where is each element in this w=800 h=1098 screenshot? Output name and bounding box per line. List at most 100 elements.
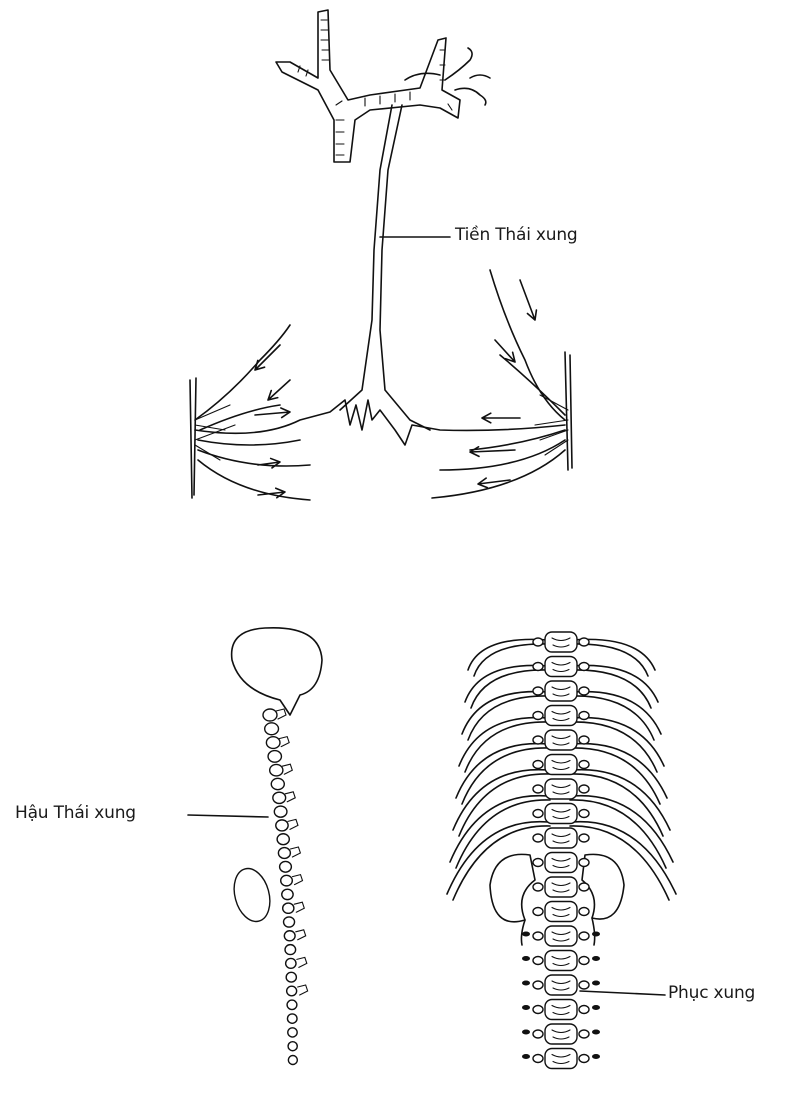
vertebra <box>544 949 578 972</box>
rib-left <box>464 721 551 773</box>
left-kidney <box>489 853 536 923</box>
rib-right <box>569 825 670 901</box>
nerve-point <box>592 1054 600 1059</box>
vertebra-transverse <box>532 955 544 966</box>
nerve-point <box>522 1029 530 1035</box>
arrow-icon <box>257 487 286 499</box>
vertebra-transverse <box>532 1029 544 1039</box>
vertebra-transverse <box>532 784 544 794</box>
nerve-point <box>522 1005 530 1010</box>
vertebra <box>278 860 293 873</box>
vertebra <box>273 805 288 818</box>
vertebra-transverse <box>532 637 544 647</box>
vertebra <box>544 631 578 653</box>
vertebra-transverse <box>578 833 590 843</box>
spinous-process <box>281 763 293 775</box>
vertebra <box>544 998 578 1021</box>
vertebra <box>284 943 297 956</box>
vertebra <box>544 925 578 947</box>
nerve-point <box>522 931 530 937</box>
vertebra-transverse <box>578 759 590 770</box>
vertebra-transverse <box>578 686 590 696</box>
rib-left <box>461 747 551 805</box>
vertebra-transverse <box>578 808 590 819</box>
vertebra <box>287 1040 298 1052</box>
vertebra <box>544 1023 578 1045</box>
vertebra <box>277 846 292 860</box>
spinous-process <box>297 984 309 996</box>
vertebra-detail <box>551 906 571 918</box>
vertebra <box>544 974 578 996</box>
arrow-icon <box>494 339 516 363</box>
vertebra-detail <box>551 710 571 722</box>
label-tien-thai-xung: Tiền Thái xung <box>455 225 578 245</box>
rib-right <box>571 794 674 863</box>
rib-left <box>455 742 549 799</box>
vertebra-detail <box>551 661 571 673</box>
nerve-point <box>522 980 530 986</box>
spinous-process <box>278 735 290 748</box>
nerve-point <box>592 980 600 986</box>
vertebra <box>281 888 294 901</box>
spinous-process <box>284 791 296 803</box>
vertebra <box>286 999 298 1011</box>
vertebra-transverse <box>532 931 544 941</box>
vertebra <box>544 753 578 776</box>
vertebra-detail <box>551 784 571 795</box>
vertebra-transverse <box>578 637 590 647</box>
nerve-point <box>592 1005 600 1010</box>
vertebra <box>287 1054 299 1066</box>
vertebra-transverse <box>578 857 590 868</box>
spinous-process <box>295 929 307 941</box>
rib-right <box>571 768 671 831</box>
vertebra-transverse <box>532 882 544 892</box>
arrow-icon <box>519 279 538 321</box>
vessel-tree <box>275 9 491 431</box>
vertebra-detail <box>551 808 571 820</box>
vertebra <box>544 729 578 751</box>
vertebra <box>544 802 578 825</box>
vertebra-transverse <box>578 980 590 990</box>
vertebra <box>276 833 291 846</box>
vertebra <box>281 902 295 915</box>
vertebra-transverse <box>578 735 590 745</box>
vertebra-transverse <box>532 710 544 721</box>
nerve-point <box>592 931 600 937</box>
vertebra <box>544 851 578 874</box>
vertebra-transverse <box>578 955 590 966</box>
vertebra-transverse <box>532 735 544 745</box>
vertebra <box>285 985 298 997</box>
arrow-icon <box>254 407 291 419</box>
rib-right <box>569 721 658 773</box>
vertebra <box>263 722 280 736</box>
arrow-icon <box>477 477 511 489</box>
vertebra-detail <box>551 759 571 771</box>
vertebra <box>544 900 578 923</box>
thoracic-branches <box>189 269 573 501</box>
vertebra <box>286 1013 298 1024</box>
nerve-point <box>592 1029 600 1035</box>
arrow-icon <box>254 344 281 371</box>
spinous-process <box>291 873 304 886</box>
label-hau-thai-xung: Hậu Thái xung <box>15 803 136 823</box>
vertebra <box>265 736 281 750</box>
arrow-icon <box>481 412 521 424</box>
rib-left <box>455 799 551 869</box>
spinous-process <box>296 956 308 968</box>
vertebra <box>275 819 289 832</box>
vertebra <box>285 971 298 983</box>
vertebra <box>280 874 294 887</box>
vertebra-detail <box>551 931 571 942</box>
vertebra <box>267 749 283 763</box>
vertebra-detail <box>551 735 571 746</box>
vertebra <box>544 680 578 702</box>
vertebra <box>544 655 578 678</box>
flow-arrows <box>254 279 538 499</box>
rib-right <box>569 773 664 837</box>
arrow-icon <box>267 379 291 401</box>
lateral-spine <box>230 626 323 1066</box>
posterior-spine <box>446 631 677 1070</box>
vertebra <box>272 791 287 805</box>
